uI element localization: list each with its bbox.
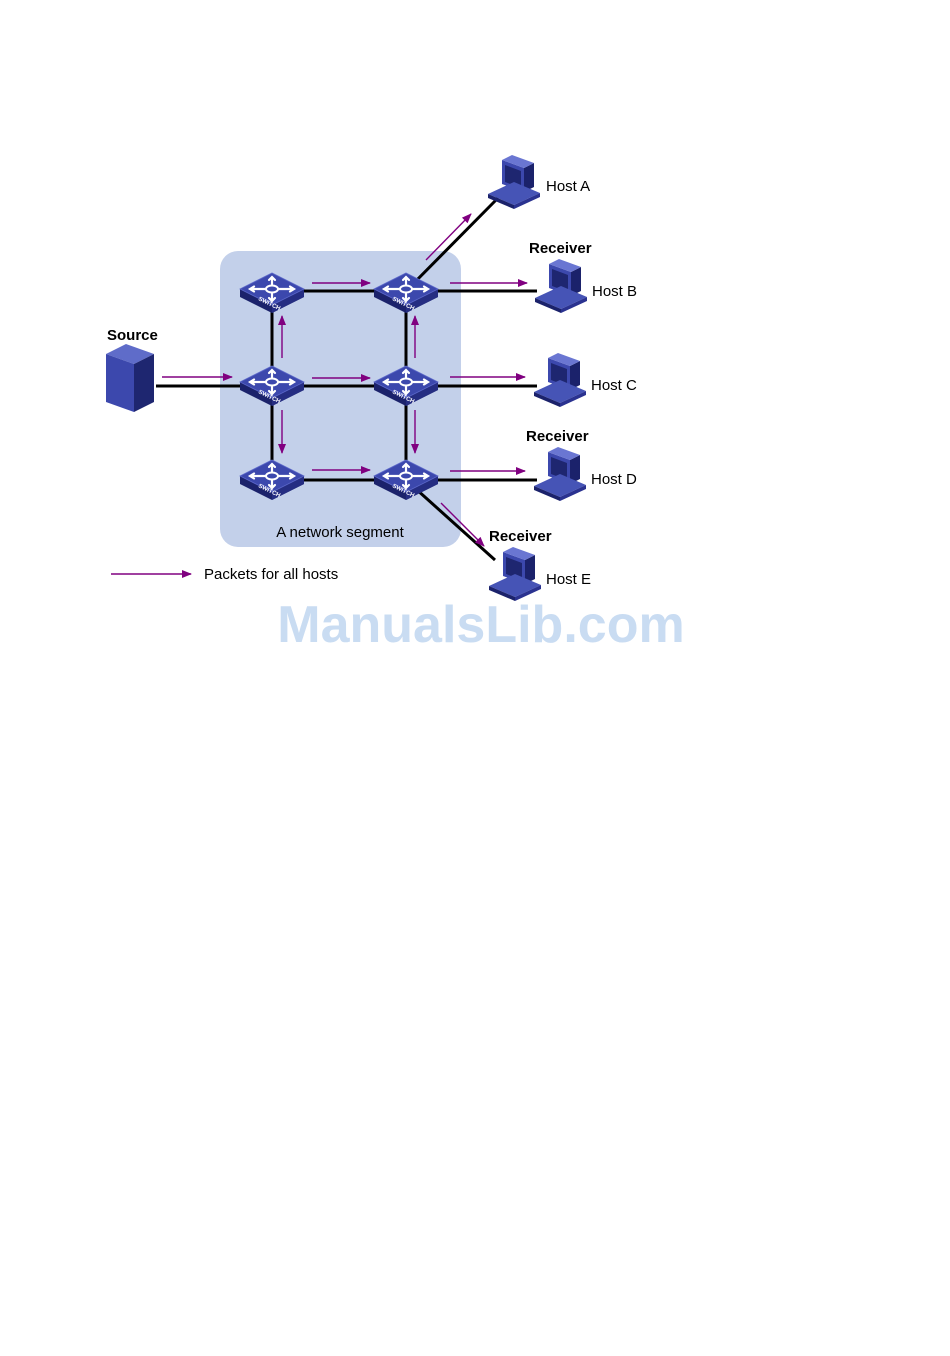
host-c: Host C	[534, 353, 637, 407]
server-icon	[106, 344, 154, 412]
host-a: Host A	[488, 155, 590, 209]
host-c-label: Host C	[591, 377, 637, 394]
computer-icon	[534, 447, 586, 501]
host-b: Receiver Host B	[529, 240, 637, 313]
computer-icon	[535, 259, 587, 313]
host-b-label: Host B	[592, 283, 637, 300]
computer-icon	[489, 547, 541, 601]
receiver-e-label: Receiver	[489, 528, 552, 545]
host-e-label: Host E	[546, 571, 591, 588]
computer-icon	[534, 353, 586, 407]
host-e: Receiver Host E	[489, 528, 591, 601]
host-a-label: Host A	[546, 178, 590, 195]
legend-label: Packets for all hosts	[204, 566, 338, 583]
computer-icon	[488, 155, 540, 209]
host-d: Receiver Host D	[526, 428, 637, 501]
watermark: ManualsLib.com	[277, 596, 684, 654]
legend: Packets for all hosts	[111, 566, 338, 583]
receiver-b-label: Receiver	[529, 240, 592, 257]
host-d-label: Host D	[591, 471, 637, 488]
source-label: Source	[107, 327, 158, 344]
segment-label: A network segment	[276, 524, 404, 541]
receiver-d-label: Receiver	[526, 428, 589, 445]
